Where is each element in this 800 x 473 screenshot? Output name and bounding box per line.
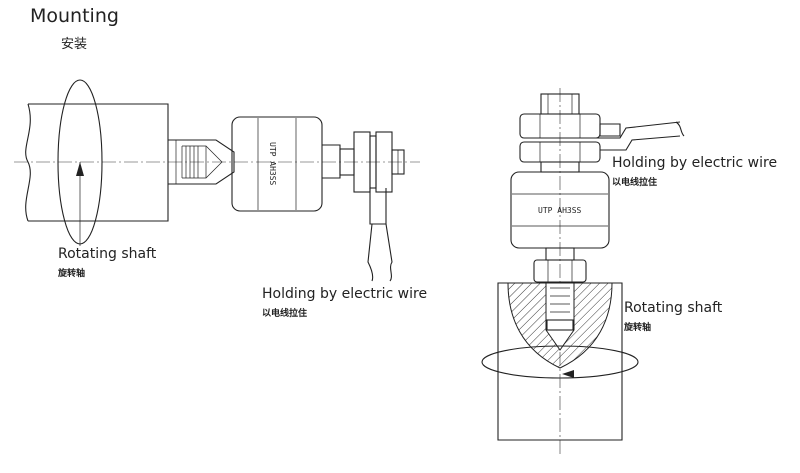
right-rotating-shaft-label: Rotating shaft <box>624 300 723 316</box>
left-rotating-shaft-label-zh: 旋转轴 <box>57 267 85 279</box>
right-rotating-shaft-label-zh: 旋转轴 <box>623 321 651 333</box>
left-holding-wire-label-zh: 以电线拉住 <box>262 307 307 319</box>
page-title-zh: 安装 <box>61 37 87 52</box>
right-view: UTP AH3SS Holding by electric wire 以电线拉住… <box>481 88 777 455</box>
left-view: UTP AH3SS Rotating shaft 旋转轴 Holding by … <box>14 79 427 319</box>
left-rotating-shaft-label: Rotating shaft <box>58 246 157 262</box>
right-rotating-shaft <box>481 282 639 441</box>
left-electric-wire <box>367 188 393 282</box>
right-brand-mark: UTP AH3SS <box>538 206 582 215</box>
left-rotating-shaft <box>25 79 169 246</box>
left-stem-and-nuts <box>322 131 405 193</box>
left-holding-wire-label: Holding by electric wire <box>262 286 427 302</box>
right-holding-wire-label-zh: 以电线拉住 <box>612 176 657 188</box>
right-holding-wire-label: Holding by electric wire <box>612 155 777 171</box>
left-brand-mark: UTP AH3SS <box>268 142 277 186</box>
left-connector-body: UTP AH3SS <box>231 116 323 212</box>
right-electric-wire <box>596 121 685 151</box>
right-rotation-arrow-icon <box>562 370 574 378</box>
right-bottom-hex <box>533 259 587 283</box>
left-coupling <box>168 139 235 185</box>
page-title: Mounting <box>30 5 119 27</box>
